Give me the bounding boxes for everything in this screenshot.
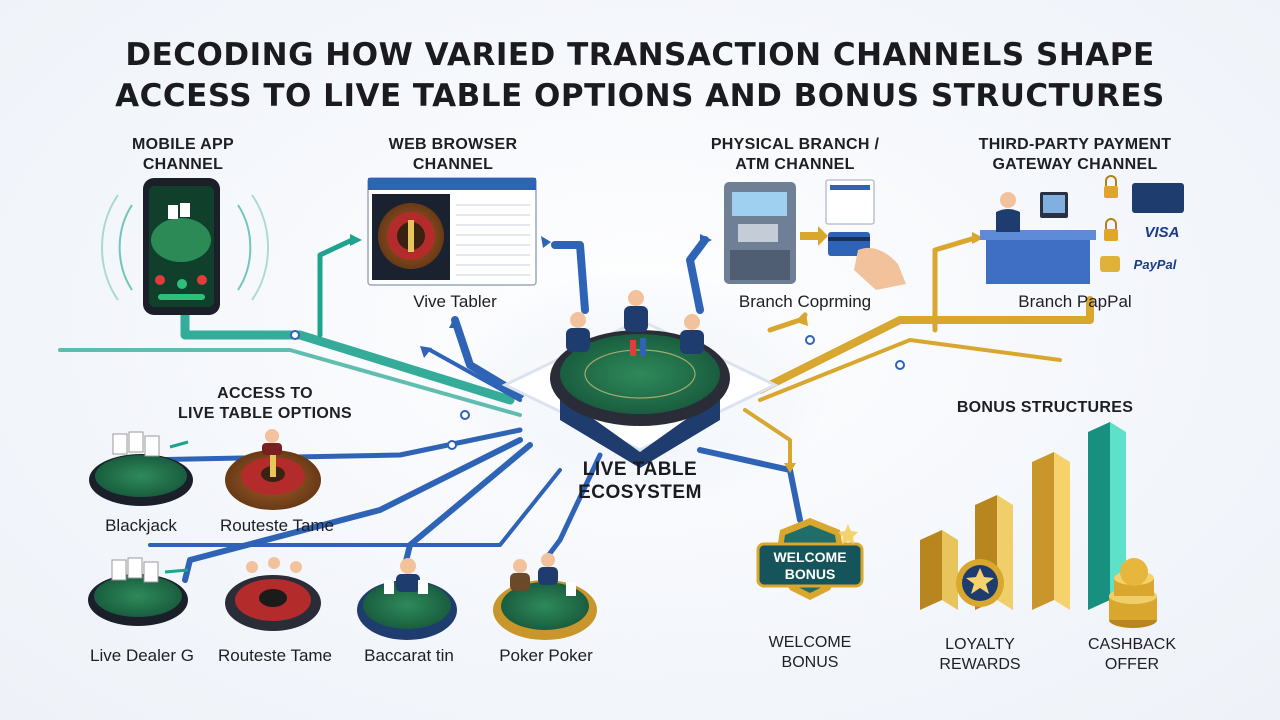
channel-branch-label: PHYSICAL BRANCH / ATM CHANNEL [710, 136, 880, 173]
welcome-bonus-badge [756, 518, 864, 600]
mobile-phone-illustration [101, 178, 269, 315]
teal-flow-lines [58, 237, 522, 417]
table-label-baccarat: Baccarat tin [364, 646, 454, 665]
bonus-label-cashback: CASHBACK OFFER [1087, 636, 1177, 673]
bonus-bars [920, 422, 1126, 610]
live-options-heading: ACCESS TO LIVE TABLE OPTIONS [177, 385, 352, 422]
bonus-heading: BONUS STRUCTURES [956, 399, 1134, 416]
arrowheads-blue [420, 234, 712, 358]
visa-mark: VISA [1144, 224, 1180, 241]
cashback-coins [1109, 558, 1157, 628]
channel-web-label: WEB BROWSER CHANNEL [388, 136, 518, 173]
table-label-roulette-2: Routeste Tame [217, 646, 333, 665]
loyalty-medal [956, 559, 1004, 607]
table-label-roulette-1: Routeste Tame [219, 516, 335, 535]
gold-flow-lines [743, 235, 1094, 467]
bonus-label-loyalty: LOYALTY REWARDS [939, 636, 1021, 673]
branch-caption: Branch Coprming [738, 292, 872, 311]
welcome-badge-text: WELCOME BONUS [773, 549, 847, 582]
table-label-blackjack: Blackjack [105, 516, 177, 535]
channel-gateway-label: THIRD-PARTY PAYMENT GATEWAY CHANNEL [978, 136, 1172, 173]
title-line-1: DECODING HOW VARIED TRANSACTION CHANNELS… [125, 37, 1155, 73]
gateway-caption: Branch PapPal [1018, 292, 1132, 311]
title-line-2: ACCESS TO LIVE TABLE OPTIONS AND BONUS S… [115, 78, 1165, 114]
bonus-label-welcome: WELCOME BONUS [768, 634, 852, 671]
arrowheads-gold [784, 232, 984, 473]
web-caption: Vive Tabler [413, 292, 497, 311]
table-label-live-dealer: Live Dealer G [90, 646, 194, 665]
live-table-icons [88, 429, 597, 640]
arrowheads-teal [350, 234, 362, 246]
payment-gateway-illustration [980, 175, 1184, 284]
junction-dots [290, 330, 905, 450]
atm-illustration [724, 179, 906, 290]
web-browser-illustration [367, 177, 537, 286]
table-label-poker: Poker Poker [499, 646, 593, 665]
center-live-table-illustration [501, 290, 779, 468]
channel-mobile-label: MOBILE APP CHANNEL [132, 136, 234, 173]
dealer-figures [566, 290, 704, 354]
paypal-mark: PayPal [1133, 257, 1177, 272]
center-ecosystem-label: LIVE TABLE ECOSYSTEM [578, 459, 702, 503]
